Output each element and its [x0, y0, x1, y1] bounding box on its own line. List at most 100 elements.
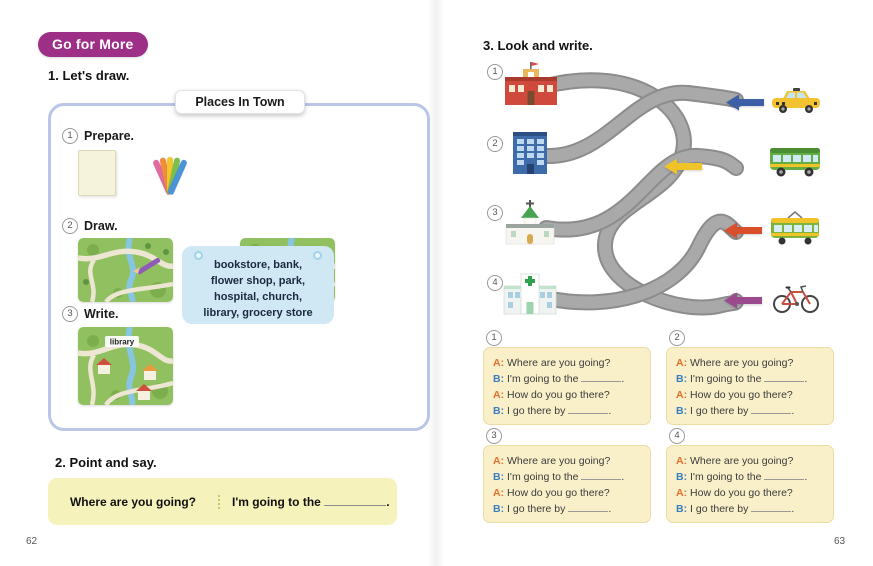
paper-icon [78, 150, 116, 196]
answer-blank [581, 374, 622, 382]
speaker-a-label: A: [676, 487, 688, 499]
dialog-question2: How do you go there? [507, 389, 610, 401]
suffix: . [804, 373, 808, 385]
tram-icon [771, 211, 819, 245]
dialog-question2: How do you go there? [690, 487, 793, 499]
box-title-tab: Places In Town [175, 90, 305, 114]
word-bank-line: flower shop, park, [210, 274, 306, 287]
dialog-answer1: I'm going to the [507, 471, 579, 483]
dialog-question1: Where are you going? [507, 455, 611, 467]
suffix: . [621, 471, 625, 483]
speaker-a-label: A: [676, 357, 688, 369]
speaker-a-label: A: [676, 389, 688, 401]
dialog-number: 3 [486, 428, 502, 444]
answer-blank [568, 504, 609, 512]
answer-blank [568, 406, 609, 414]
speaker-a-label: A: [493, 487, 505, 499]
tram-arrow-icon [724, 222, 762, 239]
dialog-answer2: I go there by [690, 405, 749, 417]
hospital-icon [503, 273, 557, 315]
step-number: 3 [62, 306, 78, 322]
answer-suffix: . [386, 494, 390, 509]
point-and-say-box: Where are you going? I'm going to the . [48, 478, 397, 525]
answer-blank [764, 374, 805, 382]
speech-question: Where are you going? [69, 494, 196, 509]
church-icon [505, 200, 555, 245]
suffix: . [608, 405, 612, 417]
map-sketch [78, 238, 173, 302]
speaker-b-label: B: [493, 373, 505, 385]
answer-blank [324, 497, 387, 506]
speech-answer: I'm going to the . [218, 494, 397, 509]
activity3-title: 3. Look and write. [483, 38, 593, 53]
speaker-a-label: A: [493, 389, 505, 401]
maze-roads [538, 72, 744, 316]
dialog-number: 2 [669, 330, 685, 346]
dialog-answer1: I'm going to the [690, 471, 762, 483]
decoration-dot [313, 251, 322, 260]
office-building-icon [513, 132, 547, 174]
speaker-b-label: B: [676, 471, 688, 483]
speaker-b-label: B: [676, 503, 688, 515]
maze-number: 2 [487, 136, 503, 152]
step-label-write: Write. [84, 307, 119, 321]
dialog-answer2: I go there by [507, 503, 566, 515]
speaker-b-label: B: [493, 405, 505, 417]
school-icon [505, 62, 557, 105]
dialog-question1: Where are you going? [507, 357, 611, 369]
answer-blank [764, 472, 805, 480]
dialog-box-1: A: Where are you going? B: I'm going to … [483, 347, 651, 425]
activity2-title: 2. Point and say. [55, 455, 157, 470]
speaker-b-label: B: [493, 503, 505, 515]
dialog-question2: How do you go there? [507, 487, 610, 499]
dialog-answer2: I go there by [507, 405, 566, 417]
dialog-box-2: A: Where are you going? B: I'm going to … [666, 347, 834, 425]
activity1-title: 1. Let's draw. [48, 68, 130, 83]
speaker-b-label: B: [676, 373, 688, 385]
dialog-question1: Where are you going? [690, 357, 794, 369]
taxi-arrow-icon [726, 94, 764, 111]
dialog-answer2: I go there by [690, 503, 749, 515]
suffix: . [791, 405, 795, 417]
answer-blank [751, 406, 792, 414]
page-number-left: 62 [26, 536, 38, 547]
map-library-label: library [110, 338, 135, 347]
dialog-question2: How do you go there? [690, 389, 793, 401]
answer-blank [751, 504, 792, 512]
decoration-dot [194, 251, 203, 260]
bicycle-icon [773, 285, 819, 313]
suffix: . [804, 471, 808, 483]
answer-text: I'm going to the [232, 494, 321, 509]
bus-icon [770, 148, 820, 177]
word-bank-line: bookstore, bank, [213, 259, 303, 271]
speaker-a-label: A: [676, 455, 688, 467]
dialog-number: 1 [486, 330, 502, 346]
maze-number: 3 [487, 205, 503, 221]
go-for-more-badge: Go for More [38, 32, 148, 57]
page-gutter [428, 0, 444, 566]
suffix: . [608, 503, 612, 515]
crayons-icon [138, 152, 202, 196]
dialog-box-4: A: Where are you going? B: I'm going to … [666, 445, 834, 523]
map-building [96, 358, 158, 400]
dialog-question1: Where are you going? [690, 455, 794, 467]
word-bank-line: library, grocery store [203, 306, 313, 319]
speaker-b-label: B: [493, 471, 505, 483]
speaker-a-label: A: [493, 357, 505, 369]
step-label-draw: Draw. [84, 219, 118, 233]
dialog-box-3: A: Where are you going? B: I'm going to … [483, 445, 651, 523]
dialog-answer1: I'm going to the [507, 373, 579, 385]
step-label-prepare: Prepare. [84, 129, 135, 143]
suffix: . [621, 373, 625, 385]
step-number: 2 [62, 218, 78, 234]
bicycle-arrow-icon [724, 292, 762, 309]
maze-number: 4 [487, 275, 503, 291]
word-bank-line: hospital, church, [213, 290, 302, 303]
taxi-icon [772, 88, 820, 113]
bus-arrow-icon [664, 158, 702, 175]
suffix: . [791, 503, 795, 515]
speaker-a-label: A: [493, 455, 505, 467]
word-bank: bookstore, bank, flower shop, park, hosp… [182, 246, 334, 324]
dialog-number: 4 [669, 428, 685, 444]
dialog-answer1: I'm going to the [690, 373, 762, 385]
